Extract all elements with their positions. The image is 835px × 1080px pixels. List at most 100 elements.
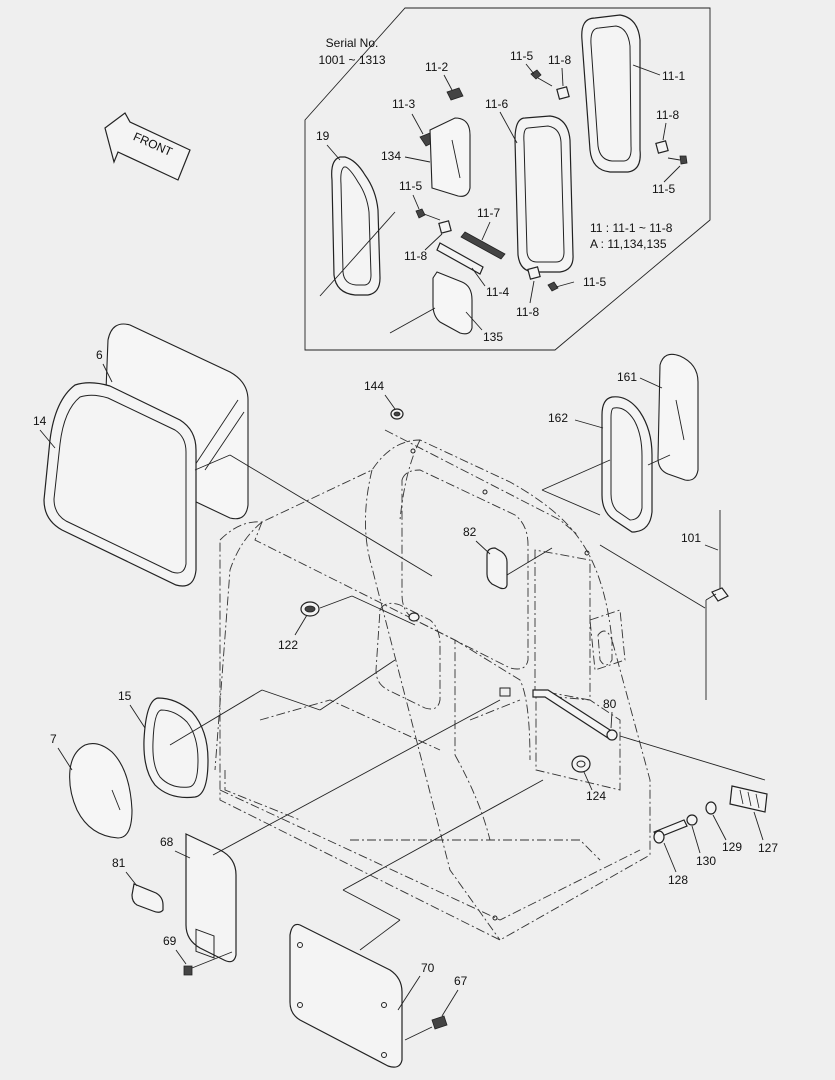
label-11-5-top: 11-5 (510, 49, 533, 63)
part-11-7-upper-rail (460, 231, 506, 260)
label-11-2: 11-2 (425, 60, 448, 74)
part-69-screw (183, 965, 193, 976)
leader-127 (753, 811, 764, 841)
part-128-bolt (653, 819, 688, 844)
leader-11-5-left (412, 194, 420, 210)
link-127 (619, 735, 766, 781)
label-128: 128 (668, 873, 688, 887)
link-162 (541, 459, 611, 491)
part-11-5-bolt-right (667, 155, 688, 165)
part-162-door-window-seal (601, 396, 653, 533)
leader-11-5-top (525, 63, 535, 75)
link-15c (319, 659, 396, 711)
part-68-side-cover (185, 833, 237, 963)
link-101 (599, 544, 706, 609)
part-14-rear-window-seal (43, 382, 197, 587)
label-11-5-left: 11-5 (399, 179, 422, 193)
part-11-8-clip-top (556, 86, 570, 100)
leader-67 (441, 989, 459, 1017)
label-11-8-right: 11-8 (656, 108, 679, 122)
leader-11-6 (499, 111, 518, 144)
leader-130 (691, 825, 701, 854)
leader-69 (175, 949, 187, 965)
label-11-8-left: 11-8 (404, 249, 427, 263)
part-81-pad (131, 883, 164, 913)
part-70-bottom-cover (289, 923, 403, 1068)
leader-162 (574, 419, 604, 429)
inset-link-135 (389, 307, 436, 334)
link-15 (169, 689, 263, 746)
leader-11-5-right (663, 165, 681, 183)
link-161 (647, 454, 671, 466)
leader-129 (712, 814, 727, 841)
leader-122 (294, 614, 308, 636)
part-122-grommet (300, 601, 320, 617)
glass-reflection-6b (204, 411, 245, 471)
leader-6 (102, 363, 113, 383)
leader-70 (397, 975, 421, 1011)
leader-82 (475, 540, 491, 555)
label-135: 135 (483, 330, 503, 344)
label-162: 162 (548, 411, 568, 425)
label-11-1: 11-1 (662, 69, 685, 83)
glass-reflection-161 (675, 399, 685, 441)
cab-bolt-hole-3 (584, 550, 590, 556)
label-68: 68 (160, 835, 174, 849)
link-14-cab (194, 454, 231, 471)
part-15-side-window-seal (143, 697, 209, 799)
leader-11-7 (481, 221, 491, 241)
leader-11-1 (632, 64, 661, 76)
link-14-cab-b (229, 454, 433, 577)
cab-bracket (499, 687, 511, 697)
part-19-window-seal (331, 156, 381, 296)
serial-title: Serial No. (326, 36, 379, 50)
label-11-6: 11-6 (485, 97, 508, 111)
part-11-6-glass-frame (514, 115, 574, 273)
label-144: 144 (364, 379, 384, 393)
leader-11-3 (411, 113, 424, 135)
label-122: 122 (278, 638, 298, 652)
label-15: 15 (118, 689, 132, 703)
part-130-spring-washer (686, 814, 698, 826)
leader-14 (39, 429, 56, 449)
part-101-wiper-link (705, 510, 729, 700)
glass-reflection-6 (194, 399, 239, 466)
part-11-2-latch (446, 87, 464, 101)
label-82: 82 (463, 525, 477, 539)
serial-range: 1001 ~ 1313 (318, 53, 385, 67)
leader-144 (384, 394, 396, 410)
link-82 (506, 547, 553, 576)
inset-panel (304, 7, 711, 351)
leader-11-8-bottom (529, 280, 535, 304)
link-122b (351, 595, 416, 626)
part-11-5-bolt-top (530, 69, 553, 87)
leader-124 (583, 771, 593, 791)
link-122 (319, 595, 353, 609)
leader-128 (663, 842, 677, 873)
leader-68 (174, 850, 191, 859)
label-124: 124 (586, 789, 606, 803)
label-6: 6 (96, 348, 103, 362)
label-129: 129 (722, 840, 742, 854)
part-11-5-bolt-left (415, 208, 441, 221)
link-70c (359, 919, 401, 951)
label-81: 81 (112, 856, 126, 870)
leader-81 (125, 871, 138, 887)
label-19: 19 (316, 129, 330, 143)
cab-body (214, 429, 651, 941)
label-161: 161 (617, 370, 637, 384)
leader-161 (639, 377, 663, 389)
leader-11-8-top (561, 67, 564, 87)
inset-link-19 (319, 211, 396, 297)
part-127-latch (729, 785, 768, 813)
label-11-8-top: 11-8 (548, 53, 571, 67)
leader-135 (465, 311, 483, 331)
leader-11-4 (471, 267, 486, 287)
label-11-5-bottom: 11-5 (583, 275, 606, 289)
leader-7 (57, 747, 73, 771)
part-129-washer (705, 801, 717, 815)
label-11-8-bottom: 11-8 (516, 305, 539, 319)
part-80-handle-rod (532, 689, 618, 741)
part-82-cover (486, 547, 508, 590)
